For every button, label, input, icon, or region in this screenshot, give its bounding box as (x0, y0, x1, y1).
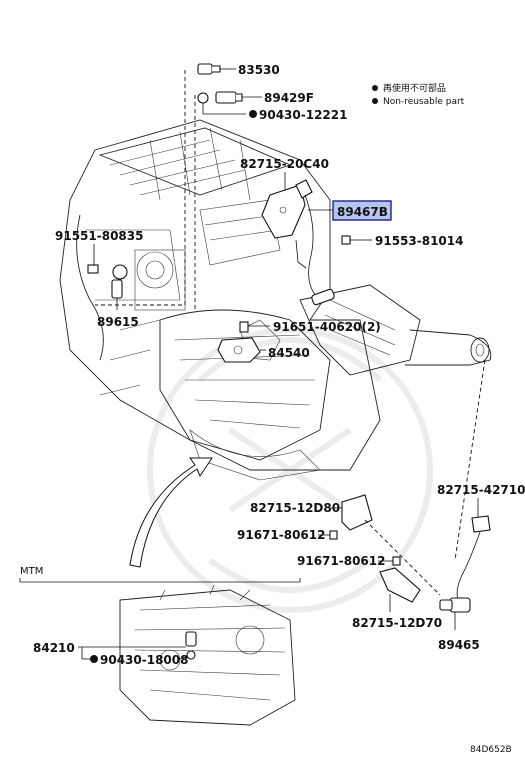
label-91551-80835[interactable]: 91551-80835 (55, 229, 143, 243)
transmission-drawing (119, 584, 296, 726)
section-label-mtm: MTM (20, 566, 43, 577)
label-90430-18008[interactable]: 90430-18008 (100, 653, 188, 667)
label-82715-20c40[interactable]: 82715-20C40 (240, 157, 329, 171)
label-91671-80612-b[interactable]: 91671-80612 (297, 554, 385, 568)
bolt-91551-part[interactable] (87, 264, 99, 274)
bolt-91553-part[interactable] (341, 235, 358, 245)
label-91553-81014[interactable]: 91553-81014 (375, 234, 463, 248)
label-84540[interactable]: 84540 (268, 346, 310, 360)
label-89429f[interactable]: 89429F (264, 91, 314, 105)
clamp-42710-part[interactable] (471, 515, 491, 533)
rear-oxygen-sensor-89465-part[interactable] (439, 531, 481, 613)
legend-japanese: 再使用不可部品 (383, 82, 446, 94)
knock-sensor-89615-part[interactable] (111, 264, 128, 299)
label-82715-12d80[interactable]: 82715-12D80 (250, 501, 340, 515)
label-84210[interactable]: 84210 (33, 641, 75, 655)
legend-english: Non-reusable part (383, 97, 465, 107)
bolt-91671-a-part[interactable] (329, 530, 338, 540)
label-89615[interactable]: 89615 (97, 315, 139, 329)
bolt-91671-b-part[interactable] (392, 556, 401, 566)
backup-light-switch-84210-part[interactable] (185, 631, 197, 660)
legend-bullet (372, 85, 378, 91)
label-89465[interactable]: 89465 (438, 638, 480, 652)
engine-assembly-drawing (59, 119, 381, 481)
label-83530[interactable]: 83530 (238, 63, 280, 77)
sensor-89429f-part[interactable] (197, 91, 243, 104)
legend: 再使用不可部品 Non-reusable part (372, 82, 465, 107)
watermark-emblem (147, 327, 433, 613)
label-89467b[interactable]: 89467B (337, 205, 388, 219)
assembly-arrow (129, 457, 213, 568)
air-fuel-ratio-sensor-part[interactable] (295, 179, 335, 306)
legend-bullet (372, 98, 378, 104)
oil-pressure-switch-part[interactable] (197, 63, 221, 75)
non-reusable-dot (249, 110, 257, 118)
non-reusable-dot (90, 655, 98, 663)
label-90430-12221[interactable]: 90430-12221 (259, 108, 347, 122)
bolt-91651-part[interactable] (239, 321, 249, 333)
label-82715-12d70[interactable]: 82715-12D70 (352, 616, 442, 630)
diagram-id: 84D652B (470, 745, 512, 755)
sensor-group-boundary (95, 70, 186, 306)
switch-84540-part[interactable] (217, 337, 261, 363)
bracket-12d80-part[interactable] (341, 494, 373, 531)
bracket-12d70-part[interactable] (379, 567, 421, 603)
label-91651-40620[interactable]: 91651-40620(2) (273, 320, 381, 334)
label-82715-42710[interactable]: 82715-42710 (437, 483, 525, 497)
exhaust-pipe-drawing (299, 284, 492, 376)
sensor-bracket-part[interactable] (261, 184, 306, 239)
label-91671-80612-a[interactable]: 91671-80612 (237, 528, 325, 542)
highlight-box-89467b[interactable] (332, 200, 392, 221)
